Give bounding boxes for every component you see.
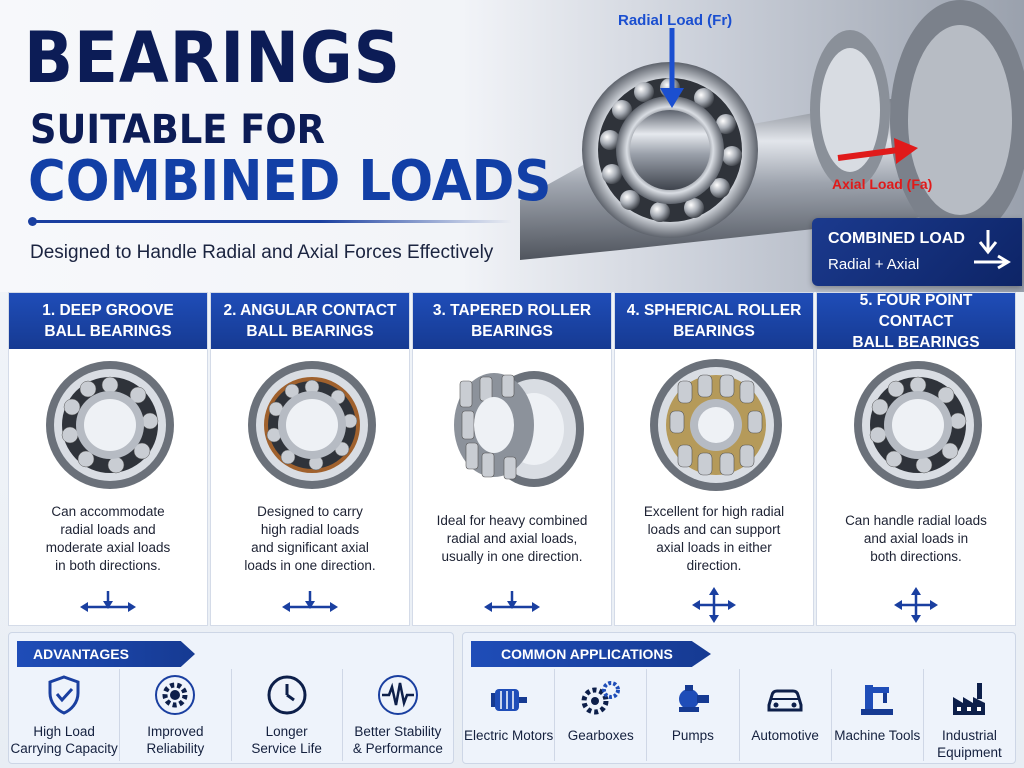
application-item: Pumps — [647, 669, 740, 761]
four-point-contact-bearing-icon — [854, 361, 982, 489]
four-way-arrow-icon — [692, 587, 736, 623]
radial-load-label: Radial Load (Fr) — [618, 12, 733, 29]
machine-tool-icon — [861, 685, 894, 715]
card-heading: 2. ANGULAR CONTACT BALL BEARINGS — [211, 293, 409, 349]
advantages-list: High Load Carrying Capacity Improved Rel… — [9, 669, 453, 761]
advantages-panel: ADVANTAGES High Load Carrying Capacity I… — [8, 632, 454, 764]
tapered-roller-bearing-icon — [454, 371, 584, 487]
advantage-item: High Load Carrying Capacity — [9, 669, 121, 761]
application-label: Industrial Equipment — [937, 728, 1002, 760]
pump-icon — [678, 685, 709, 712]
card-heading: 3. TAPERED ROLLER BEARINGS — [413, 293, 611, 349]
application-label: Electric Motors — [463, 728, 554, 743]
car-icon — [767, 689, 803, 712]
title-line-1: BEARINGS — [24, 17, 401, 99]
application-item: Electric Motors — [463, 669, 556, 761]
card-tapered-roller: 3. TAPERED ROLLER BEARINGS Ideal for hea… — [412, 292, 612, 626]
combined-load-title: COMBINED LOAD — [828, 230, 965, 247]
axial-arrow-icon — [484, 591, 540, 612]
application-item: Industrial Equipment — [924, 669, 1015, 761]
applications-title: COMMON APPLICATIONS — [471, 641, 711, 667]
card-description: Can handle radial loads and axial loads … — [845, 513, 987, 564]
card-heading: 4. SPHERICAL ROLLER BEARINGS — [615, 293, 813, 349]
motor-icon — [490, 689, 527, 711]
gear-icon — [155, 675, 196, 715]
advantage-label: Better Stability & Performance — [352, 724, 443, 756]
axial-arrow-icon — [80, 591, 136, 612]
card-description: Can accommodate radial loads and moderat… — [45, 504, 171, 573]
spherical-roller-bearing-icon — [650, 359, 782, 491]
title-line-3: COMBINED LOADS — [28, 149, 552, 214]
combined-load-subtitle: Radial + Axial — [828, 256, 920, 273]
advantage-item: Better Stability & Performance — [343, 669, 453, 761]
waveform-icon — [377, 675, 418, 715]
shield-check-icon — [48, 675, 80, 715]
gears-icon — [581, 681, 620, 715]
four-way-arrow-icon — [894, 587, 938, 623]
card-heading: 1. DEEP GROOVE BALL BEARINGS — [9, 293, 207, 349]
advantage-label: Longer Service Life — [251, 724, 322, 756]
combined-load-arrow-icon — [974, 230, 1011, 270]
card-description: Excellent for high radial loads and can … — [643, 504, 785, 573]
shaft-bearing-illustration — [520, 0, 1024, 260]
applications-list: Electric Motors Gearboxes Pumps — [463, 669, 1015, 761]
applications-panel: COMMON APPLICATIONS Electric Motors Gear… — [462, 632, 1016, 764]
card-description: Designed to carry high radial loads and … — [244, 504, 376, 573]
card-spherical-roller: 4. SPHERICAL ROLLER BEARINGS Excellent f… — [614, 292, 814, 626]
application-label: Pumps — [671, 728, 714, 743]
application-item: Gearboxes — [555, 669, 648, 761]
factory-icon — [953, 683, 986, 715]
application-item: Automotive — [740, 669, 832, 761]
application-item: Machine Tools — [832, 669, 924, 761]
deep-groove-bearing-icon — [46, 361, 174, 489]
angular-contact-bearing-icon — [248, 361, 376, 489]
title-line-2: SUITABLE FOR — [30, 107, 326, 153]
card-heading: 5. FOUR POINT CONTACT BALL BEARINGS — [817, 292, 1015, 351]
subtitle: Designed to Handle Radial and Axial Forc… — [30, 242, 494, 263]
combined-load-box: COMBINED LOAD Radial + Axial — [812, 218, 1022, 286]
card-deep-groove: 1. DEEP GROOVE BALL BEARINGS Can accommo… — [8, 292, 208, 626]
advantage-label: High Load Carrying Capacity — [10, 724, 118, 756]
hero-banner: BEARINGS SUITABLE FOR COMBINED LOADS Des… — [0, 0, 1024, 292]
title-underline — [28, 217, 512, 226]
application-label: Automotive — [751, 728, 819, 743]
card-description: Ideal for heavy combined radial and axia… — [436, 513, 588, 564]
advantages-title: ADVANTAGES — [17, 641, 195, 667]
application-label: Gearboxes — [567, 728, 634, 743]
application-label: Machine Tools — [834, 728, 921, 743]
advantage-label: Improved Reliability — [146, 724, 205, 756]
advantage-item: Improved Reliability — [120, 669, 232, 761]
axial-arrow-icon — [282, 591, 338, 612]
bearing-cards: 1. DEEP GROOVE BALL BEARINGS Can accommo… — [8, 292, 1016, 626]
card-angular-contact: 2. ANGULAR CONTACT BALL BEARINGS Designe… — [210, 292, 410, 626]
axial-load-label: Axial Load (Fa) — [832, 176, 933, 192]
clock-icon — [267, 675, 307, 715]
advantage-item: Longer Service Life — [232, 669, 343, 761]
card-four-point-contact: 5. FOUR POINT CONTACT BALL BEARINGS Can … — [816, 292, 1016, 626]
